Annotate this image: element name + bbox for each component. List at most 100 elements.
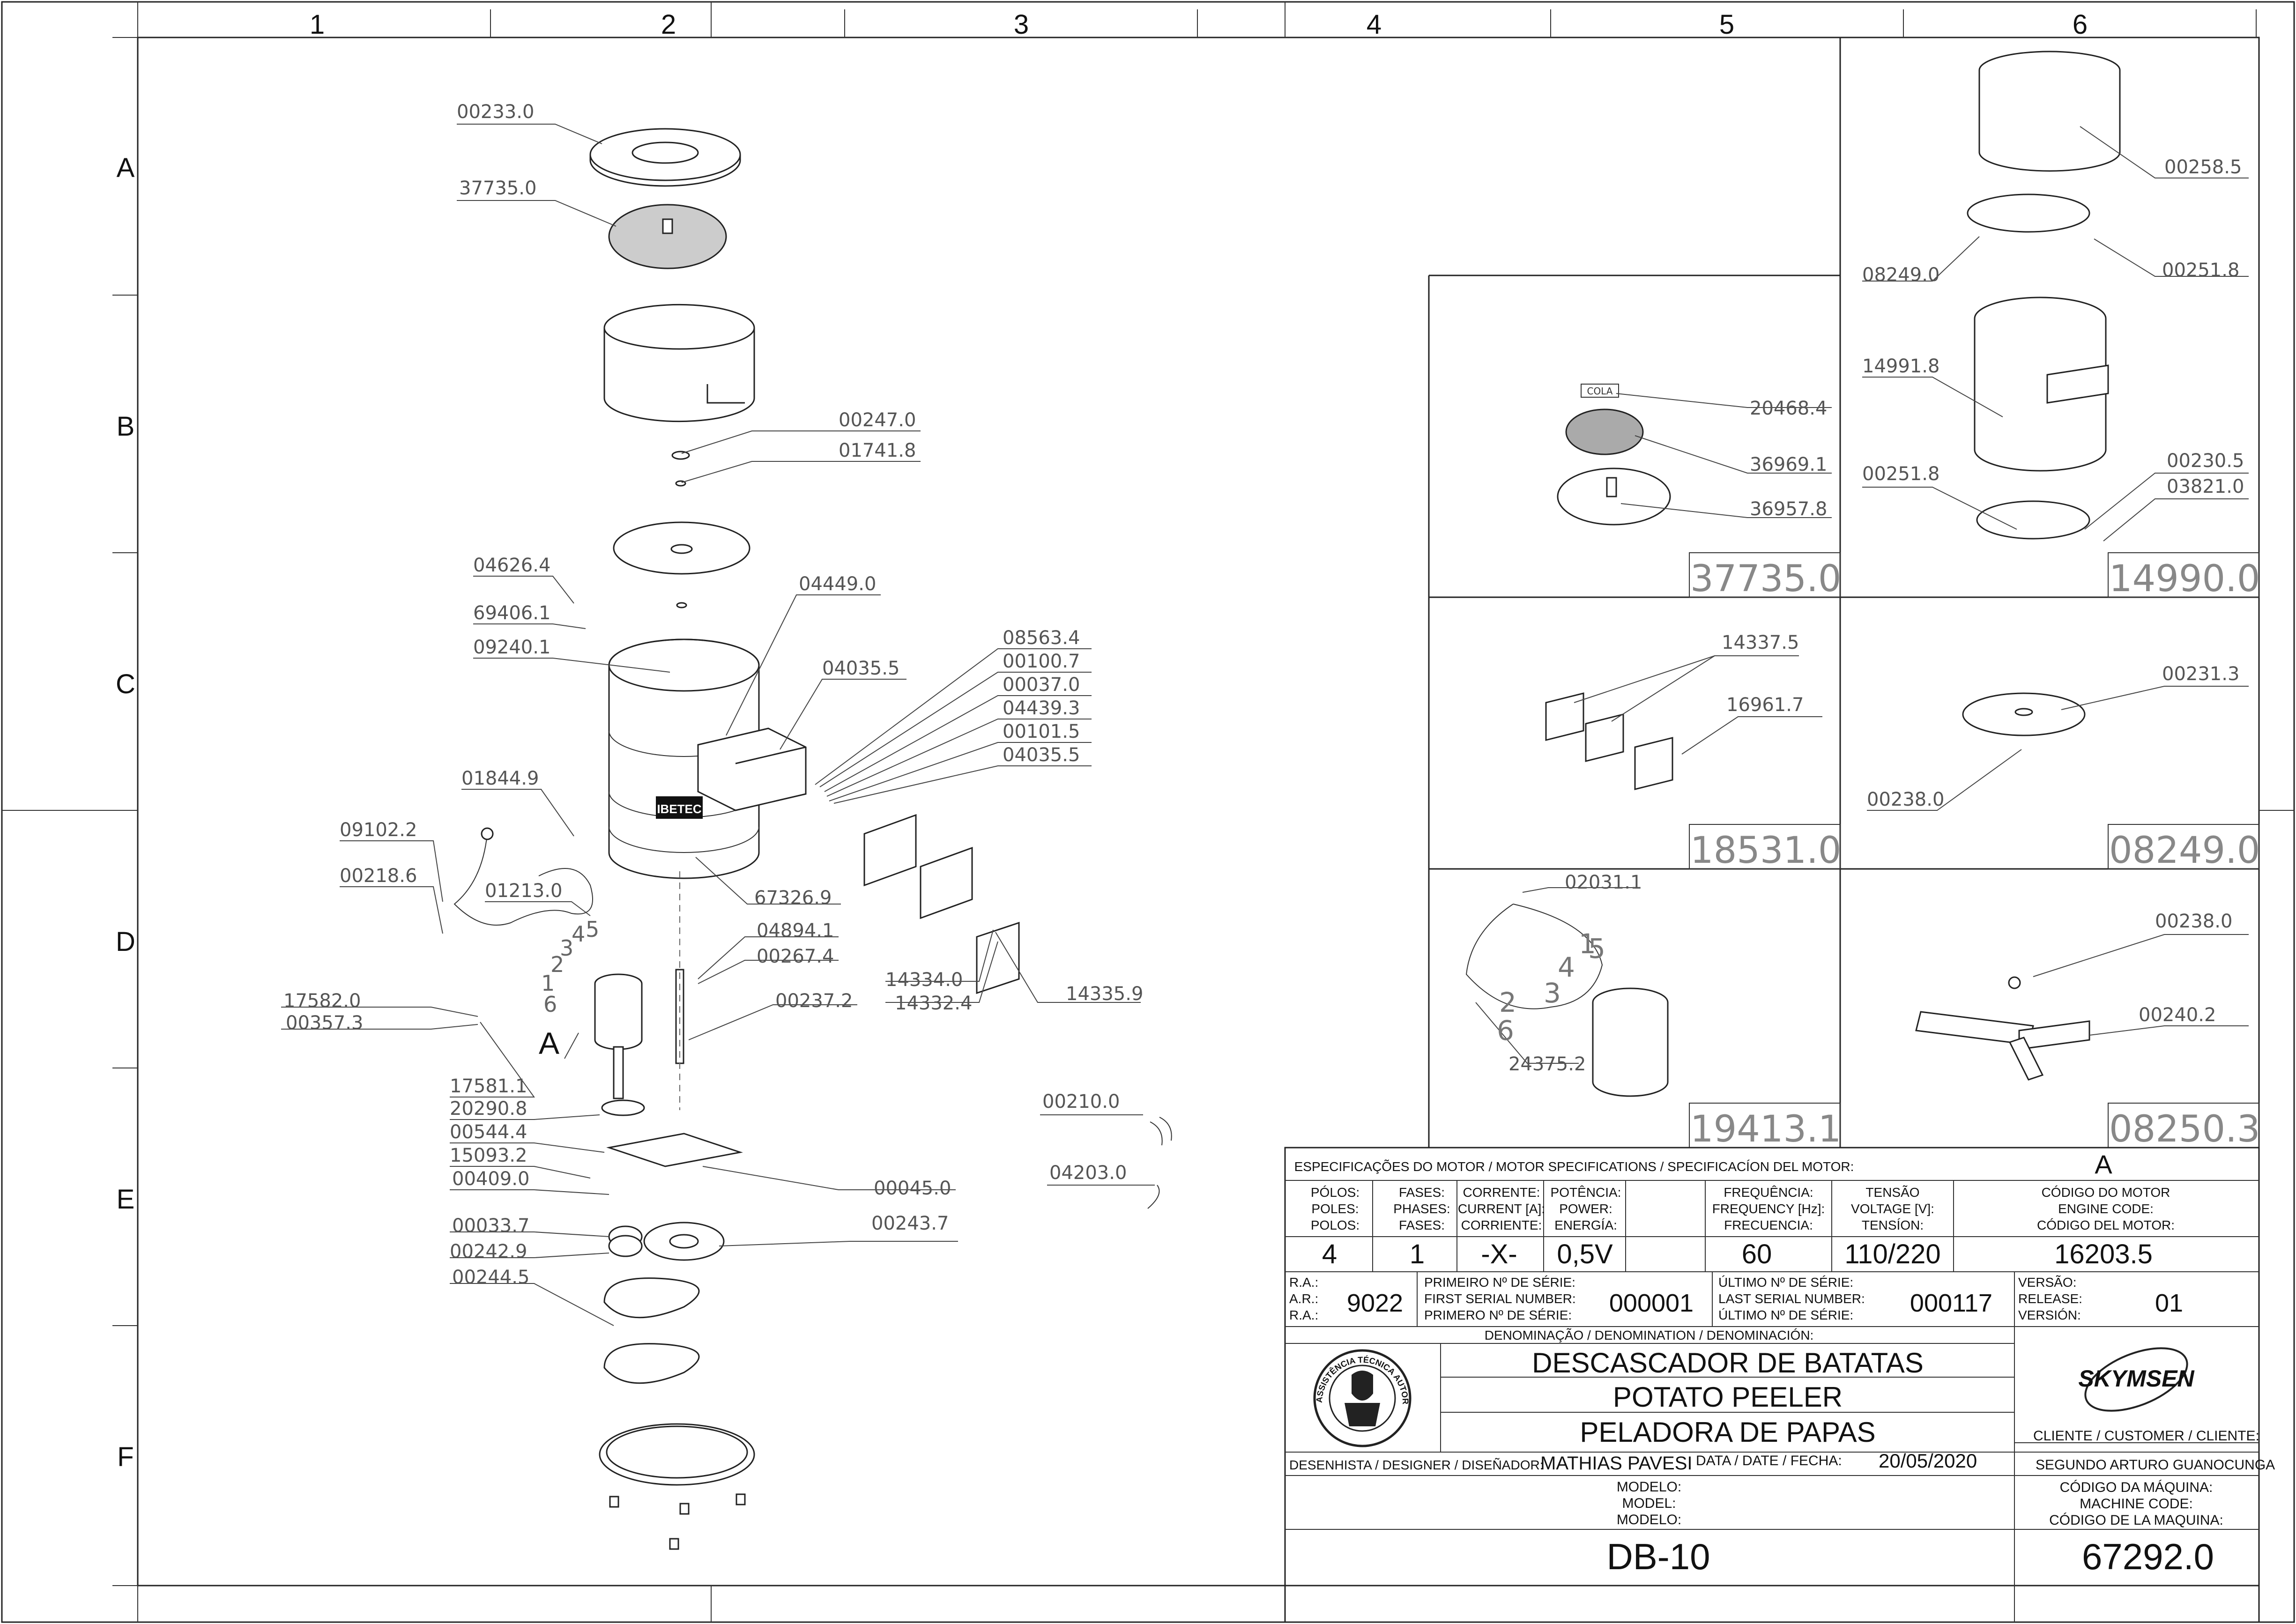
part-label: 00100.7	[1003, 651, 1080, 672]
designer-header: DESENHISTA / DESIGNER / DISEÑADOR:	[1289, 1458, 1543, 1472]
part-label: 67326.9	[754, 887, 832, 909]
last-serial-value: 000117	[1910, 1289, 1992, 1317]
cola-label: COLA	[1587, 386, 1613, 397]
brand-plate	[656, 796, 703, 819]
wire-number: 5	[586, 917, 599, 942]
wire-number: 6	[543, 992, 557, 1017]
part-label: 00251.8	[2162, 260, 2239, 281]
abrasive-disc-part	[608, 204, 727, 269]
part-label: 04449.0	[799, 573, 876, 595]
detail-code: 14990.0	[2109, 558, 2260, 600]
part-label: 01741.8	[839, 440, 916, 461]
power-header: POTÊNCIA:	[1551, 1185, 1621, 1200]
name-spanish: PELADORA DE PAPAS	[1580, 1416, 1875, 1448]
part-label: 01844.9	[461, 768, 539, 789]
grid-col-4: 4	[1367, 9, 1382, 40]
wire-number: 2	[550, 952, 564, 977]
grid-col-6: 6	[2073, 9, 2088, 40]
denomination-header: DENOMINAÇÃO / DENOMINATION / DENOMINACIÓ…	[1485, 1328, 1814, 1342]
part-label: 00251.8	[1862, 463, 1939, 485]
part-label: 04035.5	[1003, 744, 1080, 766]
power-header: ENERGÍA:	[1554, 1218, 1617, 1232]
part-label: 00240.2	[2139, 1004, 2216, 1026]
version-header: VERSÃO:	[2018, 1275, 2076, 1290]
part-label: 08249.0	[1862, 264, 1939, 286]
part-label: 69406.1	[473, 602, 550, 624]
detail-leader-lines	[1475, 126, 2249, 1064]
client-header: CLIENTE / CUSTOMER / CLIENTE:	[2033, 1428, 2259, 1444]
view-a-label: A	[539, 1026, 559, 1060]
wiring-harness	[453, 833, 593, 926]
part-label: 09102.2	[340, 819, 417, 841]
base-plate-part	[606, 1133, 743, 1167]
version-header: VERSIÓN:	[2018, 1308, 2081, 1322]
wire-numbers: 1 2 3 4 5 6 1 2 3 4 5 6	[541, 917, 1605, 1046]
phases-header: FASES:	[1399, 1218, 1445, 1232]
voltage-header: TENSÃO	[1865, 1185, 1919, 1200]
part-label: 04203.0	[1049, 1162, 1127, 1184]
first-serial-header: PRIMERO Nº DE SÉRIE:	[1424, 1308, 1572, 1322]
frequency-header: FREQUÊNCIA:	[1724, 1185, 1813, 1200]
brand-logo-text: SKYMSEN	[2078, 1365, 2194, 1392]
client-value: SEGUNDO ARTURO GUANOCUNGA	[2036, 1457, 2275, 1473]
detail-code: 08250.3	[2109, 1108, 2260, 1150]
motor-code-header: ENGINE CODE:	[2058, 1201, 2154, 1216]
designer-value: MATHIAS PAVESI	[1540, 1453, 1693, 1474]
poles-value: 4	[1322, 1239, 1337, 1269]
lid-part	[589, 128, 741, 181]
part-label: 00037.0	[1003, 674, 1080, 696]
voltage-value: 110/220	[1844, 1239, 1940, 1269]
grid-col-1: 1	[310, 9, 325, 40]
exploded-view: IBETEC	[453, 128, 1172, 1550]
discharge-chute-part	[697, 727, 807, 811]
part-label: 17581.1	[450, 1075, 527, 1097]
model-header: MODELO:	[1617, 1512, 1681, 1528]
first-serial-header: FIRST SERIAL NUMBER:	[1424, 1291, 1576, 1306]
detail-code: 37735.0	[1690, 558, 1842, 600]
part-label: 00242.9	[450, 1241, 527, 1262]
machine-code-value: 67292.0	[2082, 1536, 2214, 1577]
machine-code-header: CÓDIGO DA MÁQUINA:	[2060, 1480, 2213, 1495]
part-label: 09240.1	[473, 637, 550, 658]
part-label: 00544.4	[450, 1121, 527, 1143]
frequency-value: 60	[1742, 1239, 1772, 1269]
part-label: 14991.8	[1862, 356, 1939, 377]
poles-header: POLOS:	[1311, 1218, 1360, 1232]
phases-value: 1	[1410, 1239, 1425, 1269]
motor-part	[594, 973, 643, 1050]
part-label: 14332.4	[895, 993, 972, 1014]
part-label: 04894.1	[757, 920, 834, 942]
ra-header: R.A.:	[1289, 1308, 1318, 1322]
version-header: RELEASE:	[2018, 1291, 2082, 1306]
detail-code: 08249.0	[2109, 830, 2260, 872]
phases-header: FASES:	[1399, 1185, 1445, 1200]
grid-col-5: 5	[1719, 9, 1734, 40]
motor-spec-header: ESPECIFICAÇÕES DO MOTOR / MOTOR SPECIFIC…	[1294, 1159, 1854, 1174]
wire-number: 3	[560, 935, 573, 961]
wire-number: 2	[1499, 986, 1516, 1018]
grid-col-2: 2	[661, 9, 676, 40]
part-label: 00409.0	[452, 1168, 529, 1190]
last-serial-header: ÚLTIMO Nº DE SÉRIE:	[1718, 1308, 1853, 1322]
cylinder-shell-part	[603, 304, 755, 423]
grid-row-d: D	[116, 927, 135, 957]
part-label: 02031.1	[1565, 872, 1642, 893]
ra-header: R.A.:	[1289, 1275, 1318, 1290]
ra-header: A.R.:	[1289, 1291, 1318, 1306]
part-label: 00045.0	[874, 1178, 951, 1199]
part-label: 03821.0	[2167, 476, 2244, 497]
motor-code-value: 16203.5	[2054, 1239, 2153, 1269]
part-label: 36969.1	[1750, 454, 1827, 475]
last-serial-header: ÚLTIMO Nº DE SÉRIE:	[1718, 1275, 1853, 1290]
part-label: 14334.0	[885, 969, 963, 991]
grid-row-f: F	[117, 1442, 134, 1472]
detail-panels: COLA	[1428, 37, 2259, 1148]
part-labels: 00233.0 37735.0 00247.0 01741.8 04626.4 …	[283, 101, 2244, 1288]
frequency-header: FRECUENCIA:	[1724, 1218, 1813, 1232]
version-value: 01	[2155, 1289, 2183, 1317]
part-label: 15093.2	[450, 1145, 527, 1166]
part-label: 00238.0	[2155, 911, 2232, 932]
